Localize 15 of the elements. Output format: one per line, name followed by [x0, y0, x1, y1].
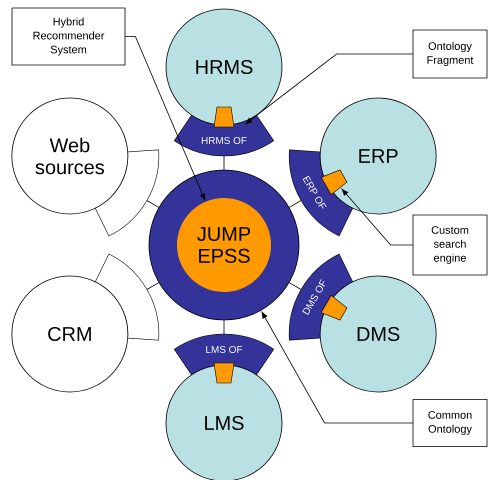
- leader-line: [245, 54, 413, 124]
- callout-box: Custom search engine: [412, 214, 488, 276]
- leader-line: [262, 312, 413, 424]
- connector-line: [146, 200, 160, 208]
- callout-box: Hybrid Recommender System: [12, 8, 126, 66]
- ontology-band: LMS OF: [174, 334, 274, 376]
- leader-line: [125, 36, 206, 200]
- connector-line: [288, 282, 302, 290]
- leader-line: [342, 188, 413, 246]
- callout-box: Ontology Fragment: [412, 30, 488, 78]
- ontology-band: HRMS OF: [174, 114, 274, 156]
- arc-segment: [94, 254, 160, 340]
- connector-line: [288, 200, 302, 208]
- connector-line: [146, 282, 160, 290]
- callout-box: Common Ontology: [412, 399, 488, 447]
